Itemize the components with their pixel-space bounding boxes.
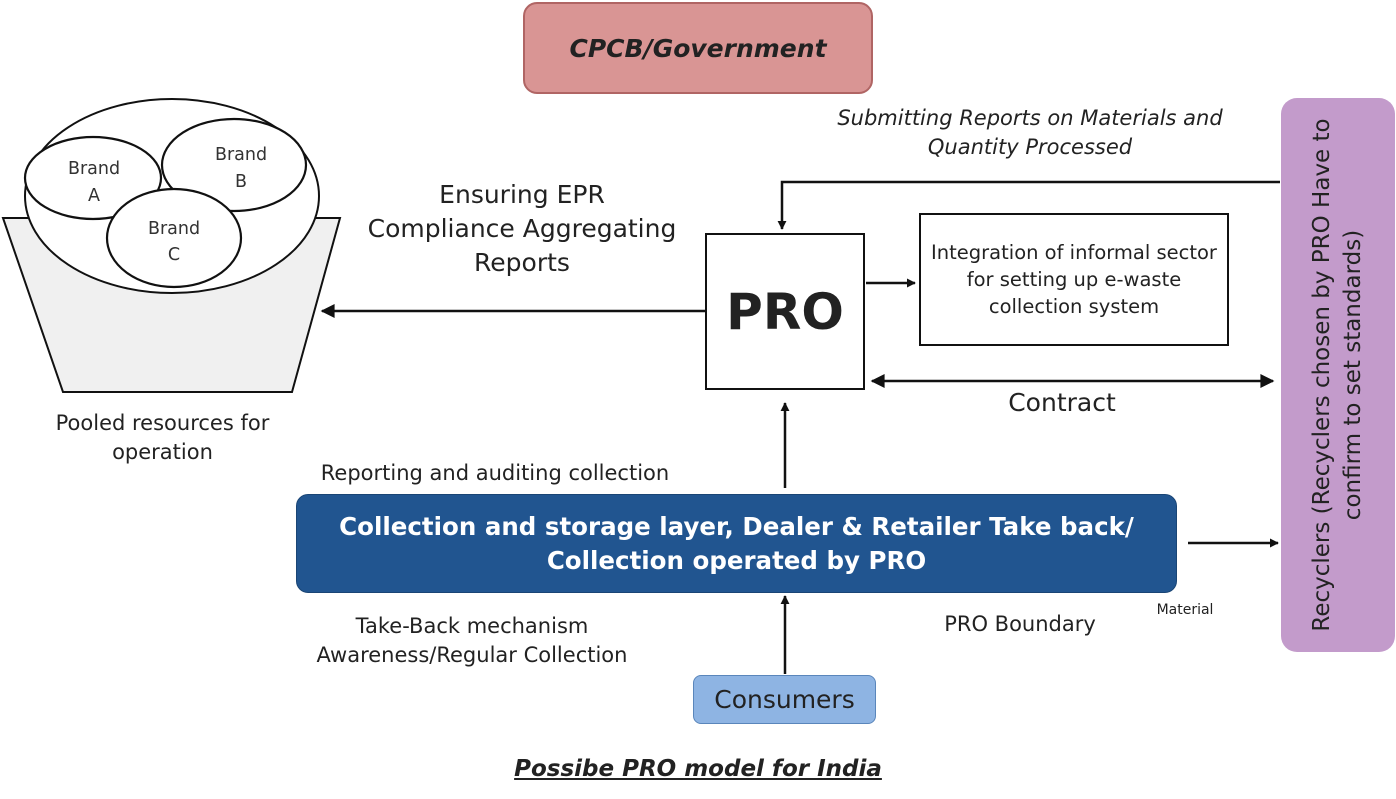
pro-boundary-label: PRO Boundary xyxy=(944,612,1096,636)
brand-a-label: Brand xyxy=(68,159,120,179)
reporting-auditing-label: Reporting and auditing collection xyxy=(320,461,670,485)
material-label: Material xyxy=(1156,602,1214,618)
brand-c-label: Brand xyxy=(148,219,200,239)
recyclers-box: Recyclers (Recyclers chosen by PRO Have … xyxy=(1281,98,1395,652)
consumers-label: Consumers xyxy=(714,685,855,714)
recyclers-label: Recyclers (Recyclers chosen by PRO Have … xyxy=(1309,118,1366,632)
take-back-label: Take-Back mechanism Awareness/Regular Co… xyxy=(316,614,628,667)
brand-c-letter: C xyxy=(168,245,180,265)
brand-a-letter: A xyxy=(88,186,100,206)
pooled-resources-basket: Brand A Brand B Brand C xyxy=(1,98,342,393)
government-box: CPCB/Government xyxy=(523,2,873,94)
brand-b-letter: B xyxy=(235,172,247,192)
government-label: CPCB/Government xyxy=(569,33,827,63)
collection-layer-label: Collection and storage layer, Dealer & R… xyxy=(339,511,1134,575)
ensuring-epr-label: Ensuring EPR Compliance Aggregating Repo… xyxy=(367,180,677,277)
brand-c-circle xyxy=(105,187,243,289)
brand-b-circle xyxy=(160,117,308,213)
collection-layer-box: Collection and storage layer, Dealer & R… xyxy=(296,494,1177,593)
pro-box: PRO xyxy=(705,233,865,390)
consumers-box: Consumers xyxy=(693,675,876,724)
integration-box: Integration of informal sector for setti… xyxy=(919,213,1229,346)
submitting-reports-label: Submitting Reports on Materials and Quan… xyxy=(837,106,1223,159)
reports-arrow xyxy=(777,180,1280,230)
brand-b-label: Brand xyxy=(215,145,267,165)
contract-label: Contract xyxy=(1008,388,1116,417)
brand-a-circle xyxy=(23,135,163,221)
diagram-caption: Possibe PRO model for India xyxy=(514,756,882,782)
integration-label: Integration of informal sector for setti… xyxy=(931,241,1217,318)
pro-label: PRO xyxy=(726,282,844,341)
pooled-resources-label: Pooled resources for operation xyxy=(55,411,270,464)
